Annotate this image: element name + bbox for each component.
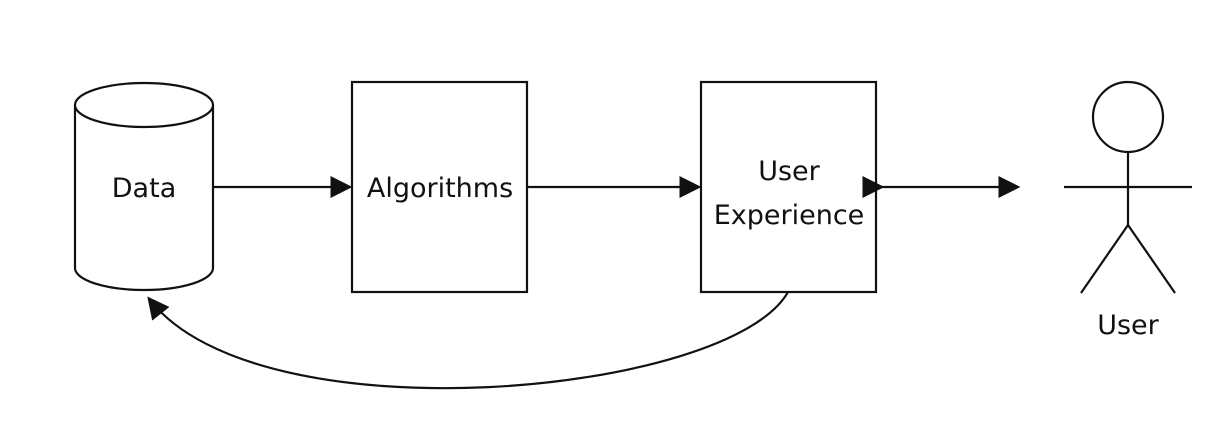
data-node: Data (73, 81, 215, 292)
algorithms-label: Algorithms (367, 173, 513, 204)
data-label: Data (112, 173, 176, 204)
data-cylinder-body (73, 105, 215, 292)
user-right-leg (1127, 224, 1176, 294)
user-experience-node: User Experience (699, 80, 878, 294)
arrow-feedback-to-data (147, 291, 789, 390)
user-label: User (1097, 310, 1159, 341)
user-experience-label-line1: User (758, 156, 820, 187)
stick-figure-icon (1064, 80, 1192, 294)
user-node: User (1064, 80, 1192, 341)
user-left-leg (1080, 224, 1129, 294)
user-head (1091, 80, 1165, 154)
user-experience-label-line2: Experience (714, 200, 865, 231)
data-cylinder-top (73, 81, 215, 129)
algorithms-box (350, 80, 529, 294)
user-experience-box (699, 80, 878, 294)
algorithms-node: Algorithms (350, 80, 529, 294)
